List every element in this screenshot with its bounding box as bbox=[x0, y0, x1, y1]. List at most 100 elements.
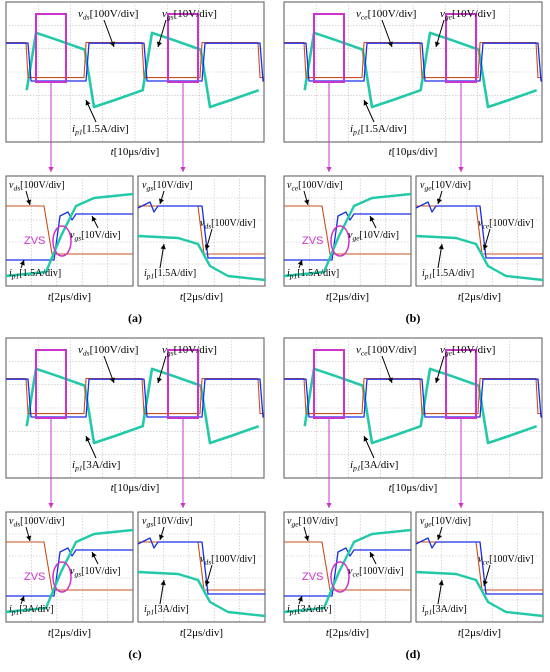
panel-b-zoom-left-voltage bbox=[284, 205, 411, 255]
panel-d-top-gate-trace bbox=[284, 378, 542, 418]
panel-a-zoom-left-label-b: vgs[10V/div] bbox=[70, 230, 121, 243]
panel-c-top-label-v1: vds[100V/div] bbox=[78, 344, 138, 358]
panel-a-top-scope bbox=[5, 1, 265, 143]
panel-b-zoom-arrow-left-head bbox=[326, 167, 332, 172]
panel-c-caption: (c) bbox=[128, 647, 141, 661]
panel-a-top-arrow-v2-head bbox=[156, 41, 162, 47]
panel-d-zoom-left-label-a: vge[10V/div] bbox=[287, 516, 338, 529]
panel-a-zoom-left-time-label: t[2μs/div] bbox=[48, 291, 91, 303]
panel-c-zoom-right-label-i: ip1[3A/div] bbox=[144, 604, 189, 617]
panel-a-zoom-left-arrow-a-head bbox=[26, 199, 32, 205]
panel-c-zoom-left-label-i: ip1[3A/div] bbox=[9, 604, 54, 617]
panel-a-zoom-right-arrow-a-head bbox=[158, 198, 164, 204]
panel-a-top-current-trace bbox=[25, 31, 260, 109]
panel-d-zoom-left-arrow-b-head bbox=[369, 552, 375, 558]
panel-d-top-label-v1: vce[100V/div] bbox=[356, 344, 416, 358]
panel-d-top-label-i: ip1[3A/div] bbox=[350, 459, 398, 473]
panel-b-top-label-v1: vce[100V/div] bbox=[356, 8, 416, 22]
panel-a-zoom-left-arrow-b-head bbox=[91, 216, 97, 222]
panel-c-top-gate-trace bbox=[6, 378, 264, 418]
panel-b-top-current-trace bbox=[303, 31, 538, 109]
panel-c-top-label-i: ip1[3A/div] bbox=[72, 459, 120, 473]
panel-b-zoom-right-arrow-i-head bbox=[438, 244, 444, 250]
panel-b-top-label-v2: vge[10V/div] bbox=[440, 8, 495, 22]
panel-d-zoom-right-label-b: vce[100V/div] bbox=[478, 554, 534, 567]
panel-d-zoom-right-time-label: t[2μs/div] bbox=[458, 627, 501, 639]
panel-b-zoom-left-gate bbox=[284, 211, 411, 261]
panel-d-zoom-right-arrow-b-head bbox=[482, 580, 488, 586]
panel-c-zoom-left-arrow-i-head bbox=[19, 596, 25, 602]
panel-b-zoom-arrow-right-head bbox=[458, 167, 464, 172]
panel-a-top-time-label: t[10μs/div] bbox=[111, 146, 160, 158]
panel-b-zoom-left-arrow-a-head bbox=[304, 199, 310, 205]
panel-a-top-gate-trace bbox=[6, 42, 264, 82]
panel-d-top-arrow-i-head bbox=[363, 436, 369, 442]
panel-a-zoom-right-label-a: vgs[10V/div] bbox=[142, 180, 193, 193]
panel-d-top-voltage-trace bbox=[284, 378, 542, 415]
panel-d-top-scope bbox=[283, 337, 543, 479]
panel-d-zoom-right-label-i: ip1[3A/div] bbox=[422, 604, 467, 617]
panel-d-zoom-right-gate bbox=[415, 537, 543, 595]
panel-c-zoom-right-label-b: vds[100V/div] bbox=[200, 554, 256, 567]
panel-a-zvs-label: ZVS bbox=[24, 235, 45, 247]
panel-c-top-current-trace bbox=[25, 367, 260, 445]
panel-b-zoom-left-label-a: vce[100V/div] bbox=[287, 180, 343, 193]
panel-d-zoom-left-time-label: t[2μs/div] bbox=[326, 627, 369, 639]
panel-c-zoom-right-gate bbox=[137, 537, 265, 595]
panel-c-zoom-arrow-right-head bbox=[180, 503, 186, 508]
panel-d-top-time-label: t[10μs/div] bbox=[389, 482, 438, 494]
panel-a-zoom-right-gate bbox=[137, 201, 265, 259]
panel-b-top-label-i: ip1[1.5A/div] bbox=[350, 123, 407, 137]
panel-a-zoom-left-label-i: ip1[1.5A/div] bbox=[9, 268, 61, 281]
panel-c-zvs-label: ZVS bbox=[24, 571, 45, 583]
panel-b-zoom-left-time-label: t[2μs/div] bbox=[326, 291, 369, 303]
panel-c-top-label-v2: vgs[10V/div] bbox=[162, 344, 217, 358]
panel-b-top-arrow-v2-head bbox=[434, 41, 440, 47]
panel-d-zoom-left-current bbox=[283, 528, 412, 614]
panel-d-caption: (d) bbox=[406, 647, 421, 661]
panel-d-top-arrow-v2-head bbox=[434, 377, 440, 383]
panel-b-top-scope bbox=[283, 1, 543, 143]
panel-d-zoom-left-gate bbox=[284, 547, 411, 597]
panel-b-zoom-left-arrow-b-head bbox=[369, 216, 375, 222]
panel-b-zoom-left-label-b: vge[10V/div] bbox=[348, 230, 399, 243]
panel-a-top-arrow-v1-head bbox=[109, 41, 115, 47]
panel-d-zvs-ellipse bbox=[330, 561, 350, 593]
panel-c-top-scope bbox=[5, 337, 265, 479]
panel-d-zoom-right-label-a: vge[10V/div] bbox=[420, 516, 471, 529]
panel-b-zvs-ellipse bbox=[330, 225, 350, 257]
panel-d-top-label-v2: vge[10V/div] bbox=[440, 344, 495, 358]
panel-c-top-arrow-v2-head bbox=[156, 377, 162, 383]
panel-a-zoom-right-current bbox=[137, 234, 266, 282]
panel-b-zoom-right-gate bbox=[415, 201, 543, 259]
panel-c-zoom-right-arrow-b-head bbox=[204, 580, 210, 586]
panel-a-top-arrow-i-head bbox=[85, 100, 91, 106]
panel-a-top-voltage-trace bbox=[6, 42, 264, 79]
panel-c-zoom-left-arrow-b-head bbox=[91, 552, 97, 558]
panel-c-zoom-left-current bbox=[5, 528, 134, 614]
panel-d-top-current-trace bbox=[303, 367, 538, 445]
panel-a-zoom-left-gate bbox=[6, 211, 133, 261]
panel-b-zoom-right-label-b: vce[100V/div] bbox=[478, 218, 534, 231]
panel-c-zoom-left-label-a: vds[100V/div] bbox=[9, 516, 65, 529]
panel-a-zoom-left-current bbox=[5, 192, 134, 278]
panel-a-top-label-v2: vgs[10V/div] bbox=[162, 8, 217, 22]
panel-c-zoom-right-time-label: t[2μs/div] bbox=[180, 627, 223, 639]
panel-a-top-label-v1: vds[100V/div] bbox=[78, 8, 138, 22]
panel-c-zoom-left-gate bbox=[6, 547, 133, 597]
panel-c-zoom-left-voltage bbox=[6, 541, 133, 591]
panel-c-zoom-left-arrow-a-head bbox=[26, 535, 32, 541]
panel-a-zoom-right-arrow-i-head bbox=[160, 244, 166, 250]
panel-c-zoom-right-arrow-i-head bbox=[160, 580, 166, 586]
panel-b-zvs-label: ZVS bbox=[302, 235, 323, 247]
panel-b-zoom-right-label-i: ip1[1.5A/div] bbox=[422, 268, 474, 281]
panel-b-zoom-left-label-i: ip1[1.5A/div] bbox=[287, 268, 339, 281]
panel-a-top-label-i: ip1[1.5A/div] bbox=[72, 123, 129, 137]
panel-d-zoom-left-arrow-a-head bbox=[304, 535, 310, 541]
panel-a-zvs-ellipse bbox=[52, 225, 72, 257]
panel-c-top-arrow-v1-head bbox=[109, 377, 115, 383]
panel-b-top-arrow-v1-head bbox=[387, 41, 393, 47]
panel-d-zoom-left-label-i: ip1[3A/div] bbox=[287, 604, 332, 617]
panel-d-zoom-right-arrow-a-head bbox=[436, 534, 442, 540]
